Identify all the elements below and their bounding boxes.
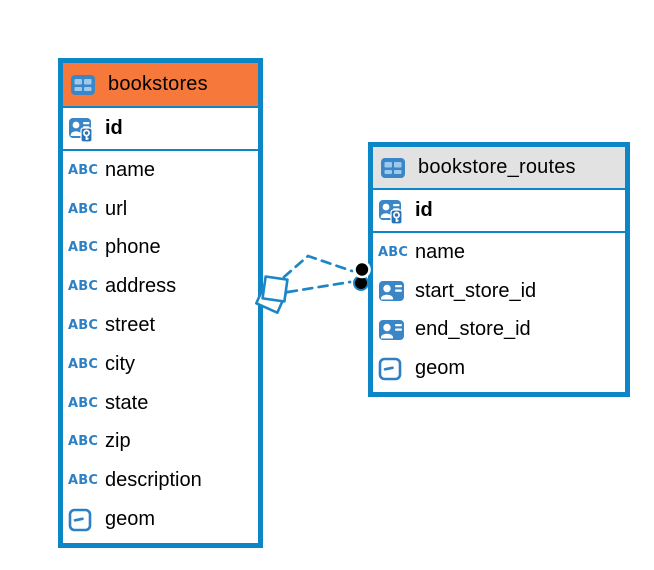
field-name: address — [105, 275, 177, 298]
field-name: id — [105, 117, 123, 139]
primary-key-icon — [378, 197, 408, 225]
relationship-line[interactable] — [282, 254, 354, 279]
table-header[interactable]: bookstore_routes — [373, 147, 625, 190]
field-row[interactable]: ABC zip — [63, 423, 258, 462]
field-name: geom — [415, 357, 466, 380]
relationship-endpoint-dots[interactable] — [353, 260, 371, 291]
field-name: street — [105, 314, 156, 337]
field-row[interactable]: id — [63, 108, 258, 151]
field-row[interactable]: geom — [63, 500, 258, 539]
primary-key-icon — [68, 115, 98, 143]
text-type-icon: ABC — [68, 240, 99, 256]
table-bookstore-routes[interactable]: bookstore_routes id ABC name — [368, 142, 630, 397]
table-bookstores[interactable]: bookstores id ABC name ABC url ABC phone — [58, 58, 263, 548]
table-title: bookstore_routes — [418, 156, 576, 178]
field-row[interactable]: end_store_id — [373, 311, 625, 350]
text-type-icon: ABC — [68, 201, 99, 217]
field-row[interactable]: ABC description — [63, 461, 258, 500]
field-row[interactable]: ABC address — [63, 267, 258, 306]
field-name: id — [415, 199, 433, 221]
field-row[interactable]: ABC name — [63, 151, 258, 190]
field-row[interactable]: ABC name — [373, 233, 625, 272]
text-type-icon: ABC — [68, 395, 99, 411]
field-name: zip — [105, 430, 131, 453]
field-name: description — [105, 469, 202, 492]
relationship-line[interactable] — [286, 280, 352, 294]
field-row[interactable]: ABC state — [63, 384, 258, 423]
field-row[interactable]: ABC url — [63, 190, 258, 229]
geometry-type-icon — [378, 357, 408, 381]
field-name: start_store_id — [415, 279, 537, 302]
reference-type-icon — [378, 279, 408, 303]
geometry-type-icon — [68, 508, 98, 532]
text-type-icon: ABC — [68, 356, 99, 372]
text-type-icon: ABC — [68, 279, 99, 295]
text-type-icon: ABC — [68, 318, 99, 334]
text-type-icon: ABC — [378, 244, 409, 260]
field-name: name — [415, 240, 466, 263]
field-row[interactable]: geom — [373, 349, 625, 388]
field-name: end_store_id — [415, 318, 531, 341]
field-row[interactable]: ABC street — [63, 306, 258, 345]
field-row[interactable]: ABC city — [63, 345, 258, 384]
table-icon — [70, 74, 100, 96]
table-icon — [380, 157, 410, 179]
field-row[interactable]: ABC phone — [63, 229, 258, 268]
field-name: name — [105, 158, 156, 181]
text-type-icon: ABC — [68, 473, 99, 489]
text-type-icon: ABC — [68, 434, 99, 450]
field-name: state — [105, 391, 149, 414]
table-header[interactable]: bookstores — [63, 63, 258, 108]
relationship-source-handle[interactable] — [255, 275, 289, 314]
field-name: phone — [105, 236, 161, 259]
table-title: bookstores — [108, 73, 208, 95]
field-name: city — [105, 352, 135, 375]
field-name: url — [105, 197, 128, 220]
reference-type-icon — [378, 318, 408, 342]
field-row[interactable]: id — [373, 190, 625, 233]
field-name: geom — [105, 508, 156, 531]
handle-front-square — [261, 275, 289, 303]
text-type-icon: ABC — [68, 162, 99, 178]
endpoint-dot — [353, 260, 371, 279]
field-row[interactable]: start_store_id — [373, 272, 625, 311]
